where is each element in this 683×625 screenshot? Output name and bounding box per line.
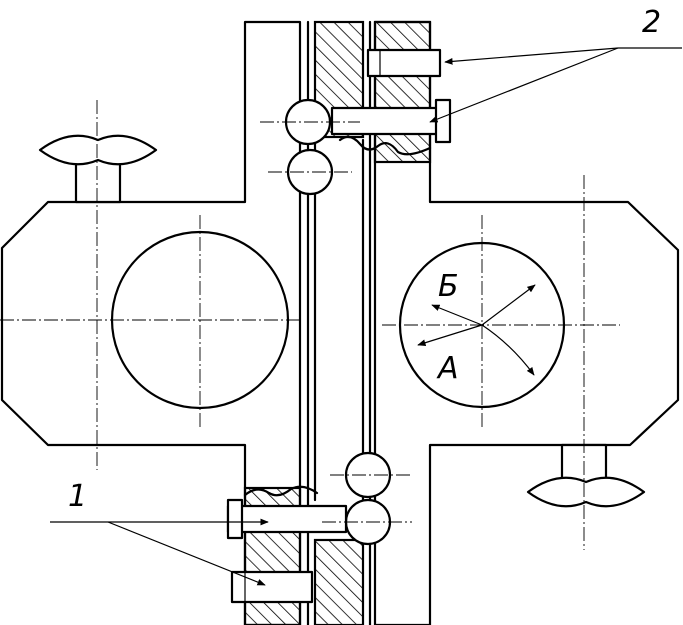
bolt-head [434, 98, 452, 144]
hatched-section-top-right [373, 20, 432, 164]
callout-label-2: 2 [642, 5, 661, 40]
callout-label-1: 1 [68, 479, 87, 514]
hatched-section-bottom-center [313, 538, 365, 625]
ball [344, 451, 392, 499]
direction-label-a: А [436, 351, 459, 386]
direction-arrow [481, 284, 536, 326]
bolt-top-upper [366, 48, 442, 78]
ball [286, 148, 334, 196]
direction-arrow [431, 304, 483, 326]
direction-label-b: Б [438, 269, 459, 304]
break-line [338, 135, 432, 156]
leader-lines-1 [50, 518, 269, 586]
bolt-head [226, 498, 244, 540]
break-line [243, 485, 319, 497]
direction-arrow [481, 324, 535, 376]
bolt-bottom-upper [226, 504, 348, 534]
leader-lines-2 [429, 47, 682, 123]
direction-arrow [417, 324, 483, 346]
bolt-top-lower [330, 106, 442, 136]
clamp-knob-top [38, 134, 158, 204]
clamp-knob-bottom [526, 443, 646, 508]
